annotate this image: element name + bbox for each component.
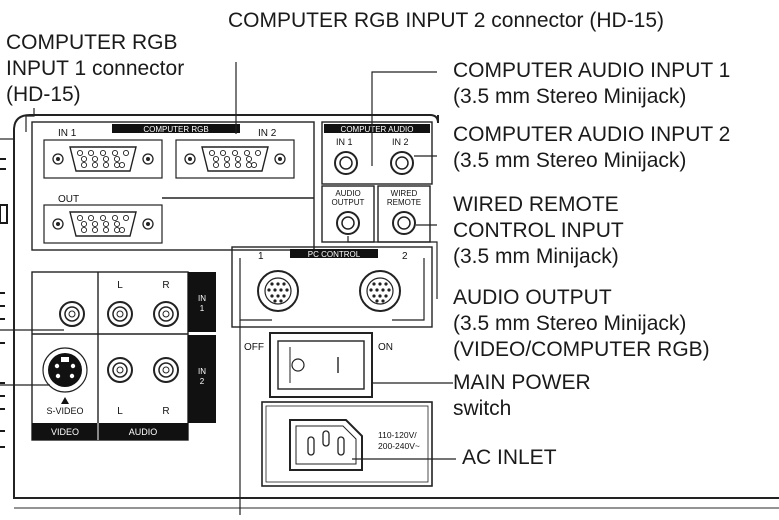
audio-r-in1-jack[interactable] bbox=[153, 301, 179, 327]
video-label: VIDEO bbox=[51, 427, 79, 437]
panel-outline bbox=[13, 130, 779, 499]
audio-output-label-line2: OUTPUT bbox=[332, 198, 365, 207]
leader-audio-output bbox=[347, 236, 438, 299]
in2-tab-line1: IN bbox=[198, 367, 206, 376]
wired-remote-label-line2: REMOTE bbox=[387, 198, 421, 207]
voltage-line1: 110-120V/ bbox=[378, 430, 417, 440]
audio-l-in2-jack[interactable] bbox=[107, 357, 133, 383]
callout-audio-input-2-line2: (3.5 mm Stereo Minijack) bbox=[453, 149, 687, 172]
pc-control-port-2[interactable] bbox=[359, 270, 401, 312]
wired-remote-label-line1: WIRED bbox=[391, 189, 418, 198]
audio-r-label-top: R bbox=[162, 280, 169, 291]
panel-top-edge bbox=[13, 114, 439, 131]
audio-output-label-line1: AUDIO bbox=[335, 189, 360, 198]
s-video-label: S-VIDEO bbox=[46, 406, 83, 416]
callout-main-power-line2: switch bbox=[453, 397, 512, 420]
callout-audio-output-line2: (3.5 mm Stereo Minijack) bbox=[453, 312, 687, 335]
main-power-switch[interactable]: OFF ON bbox=[244, 332, 393, 398]
wired-remote-block: WIRED REMOTE bbox=[377, 185, 431, 243]
callout-audio-input-1-line2: (3.5 mm Stereo Minijack) bbox=[453, 85, 687, 108]
s-video-jack[interactable] bbox=[42, 347, 88, 393]
computer-rgb-label: COMPUTER RGB bbox=[143, 125, 208, 134]
in1-tab-line2: 1 bbox=[200, 304, 205, 313]
pc-control-block: PC CONTROL 1 2 bbox=[231, 246, 433, 328]
ac-inlet[interactable]: 110-120V/ 200-240V~ bbox=[261, 401, 433, 487]
rgb-in1-label: IN 1 bbox=[58, 128, 77, 139]
rgb-in2-connector[interactable] bbox=[175, 139, 295, 179]
video-audio-block: IN 1 IN 2 VIDEO AUDIO L R L R S-VIDEO bbox=[31, 271, 216, 441]
wired-remote-jack[interactable] bbox=[392, 211, 416, 235]
callout-ac-inlet: AC INLET bbox=[462, 446, 557, 469]
callout-audio-input-2-line1: COMPUTER AUDIO INPUT 2 bbox=[453, 123, 731, 146]
audio-label: AUDIO bbox=[129, 427, 158, 437]
rgb-out-connector[interactable] bbox=[43, 204, 163, 244]
callout-wired-remote-line1: WIRED REMOTE bbox=[453, 193, 619, 216]
callout-rgb-input-1-line2: INPUT 1 connector bbox=[6, 57, 185, 80]
computer-audio-block: COMPUTER AUDIO IN 1 IN 2 bbox=[321, 121, 433, 185]
audio-l-in1-jack[interactable] bbox=[107, 301, 133, 327]
pc-control-label: PC CONTROL bbox=[308, 250, 361, 259]
callout-rgb-input-1-line3: (HD-15) bbox=[6, 83, 81, 106]
audio-l-label-top: L bbox=[117, 280, 123, 291]
switch-on-label: ON bbox=[378, 342, 393, 353]
in2-tab-line2: 2 bbox=[200, 377, 205, 386]
callout-main-power-line1: MAIN POWER bbox=[453, 371, 591, 394]
callout-audio-output-line3: (VIDEO/COMPUTER RGB) bbox=[453, 338, 710, 361]
audio-output-jack[interactable] bbox=[336, 211, 360, 235]
audio-l-label-bottom: L bbox=[117, 406, 123, 417]
switch-off-label: OFF bbox=[244, 342, 264, 353]
leader-audio-in1 bbox=[371, 71, 437, 166]
rgb-in1-connector[interactable] bbox=[43, 139, 163, 179]
clipped-left-marks bbox=[0, 158, 8, 448]
audio-r-in2-jack[interactable] bbox=[153, 357, 179, 383]
callout-wired-remote-line2: CONTROL INPUT bbox=[453, 219, 624, 242]
video-in1-jack[interactable] bbox=[59, 301, 85, 327]
leader-rgb-in1 bbox=[25, 108, 35, 132]
audio-r-label-bottom: R bbox=[162, 406, 169, 417]
audio-in1-label: IN 1 bbox=[336, 137, 353, 147]
audio-output-block: AUDIO OUTPUT bbox=[321, 185, 375, 243]
callout-audio-output-line1: AUDIO OUTPUT bbox=[453, 286, 612, 309]
callout-rgb-input-2: COMPUTER RGB INPUT 2 connector (HD-15) bbox=[228, 9, 665, 32]
pc-port2-label: 2 bbox=[402, 251, 408, 262]
computer-audio-label: COMPUTER AUDIO bbox=[341, 125, 414, 134]
voltage-line2: 200-240V~ bbox=[378, 441, 420, 451]
leader-lines bbox=[0, 62, 456, 515]
in1-tab-line1: IN bbox=[198, 294, 206, 303]
audio-in2-label: IN 2 bbox=[392, 137, 409, 147]
callout-wired-remote-line3: (3.5 mm Minijack) bbox=[453, 245, 619, 268]
pc-control-port-1[interactable] bbox=[257, 270, 299, 312]
computer-rgb-block: COMPUTER RGB IN 1 IN 2 OUT bbox=[31, 121, 315, 251]
pc-port1-label: 1 bbox=[258, 251, 264, 262]
rgb-out-label: OUT bbox=[58, 194, 79, 205]
callout-audio-input-1-line1: COMPUTER AUDIO INPUT 1 bbox=[453, 59, 731, 82]
audio-in2-jack[interactable] bbox=[390, 151, 414, 175]
callout-rgb-input-1-line1: COMPUTER RGB bbox=[6, 31, 178, 54]
triangle-marker-icon bbox=[61, 397, 69, 404]
audio-in1-jack[interactable] bbox=[334, 151, 358, 175]
rgb-in2-label: IN 2 bbox=[258, 128, 277, 139]
